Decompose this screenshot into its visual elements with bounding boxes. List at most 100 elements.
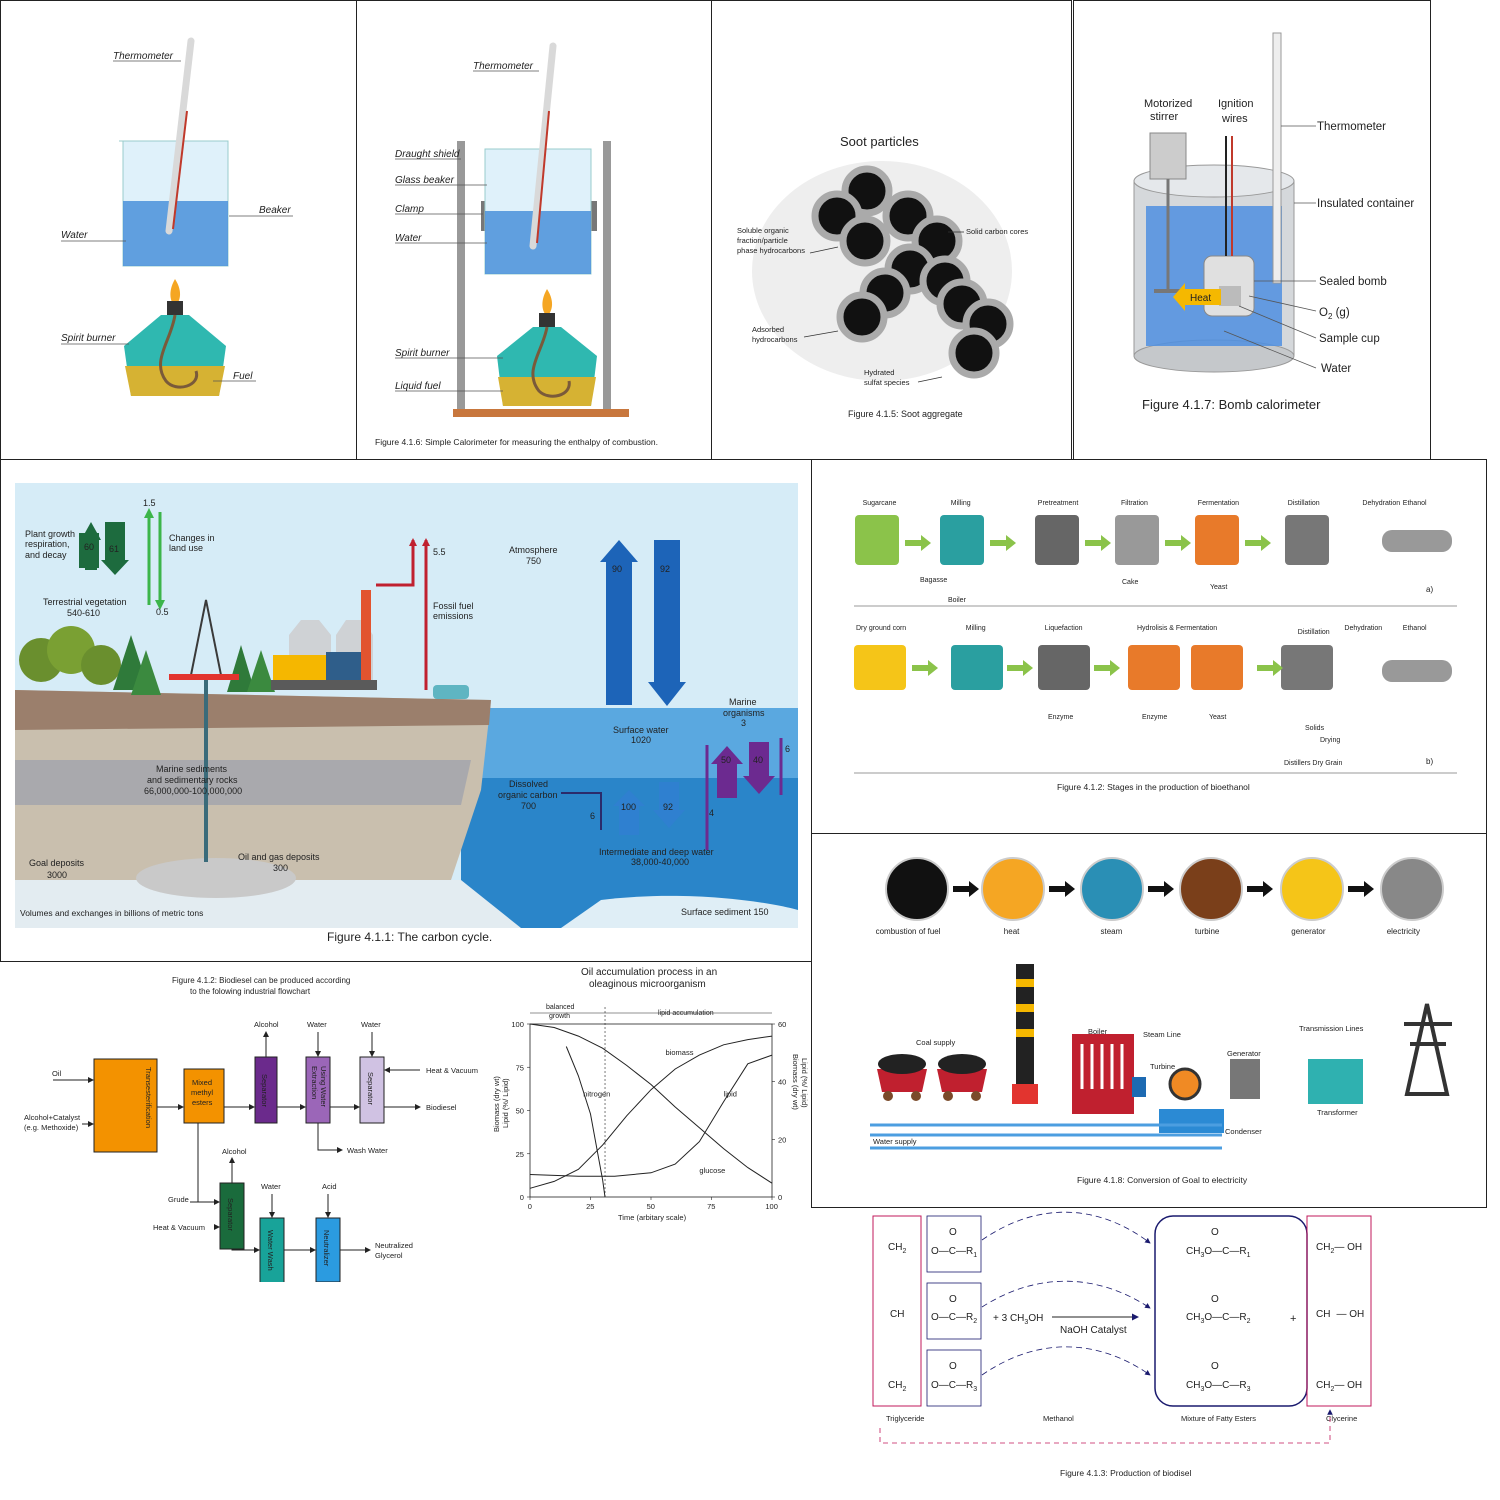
stage-b-label: Liquefaction [1045, 625, 1083, 632]
label-triglyceride: Triglyceride [886, 1414, 924, 1423]
y-left-tick-label: 0 [520, 1193, 524, 1202]
stage-b-label: Hydrolisis & Fermentation [1137, 625, 1217, 632]
value-4: 4 [709, 808, 714, 818]
label-doc-1: Dissolved [509, 779, 548, 789]
label-clamp: Clamp [395, 204, 424, 215]
value-60: 60 [84, 542, 94, 552]
condenser-box [1132, 1077, 1146, 1097]
flow-arrow [990, 535, 1016, 551]
panel-biodiesel-flowchart: Figure 4.1.2: Biodiesel can be produced … [0, 962, 490, 1282]
label-water-1: Water [307, 1020, 327, 1029]
label-draught-shield: Draught shield [395, 149, 460, 160]
x-tick-label: 50 [647, 1202, 655, 1211]
soot-diagram: Soot particles Soluble organic fraction/… [737, 134, 1028, 419]
water-wash-label: Water Wash [266, 1230, 275, 1271]
chart-xlabel: Time (arbitary scale) [618, 1213, 687, 1222]
motorized-stirrer [1149, 132, 1187, 180]
flow-arrow [905, 535, 931, 551]
water-wash-box [259, 1217, 285, 1282]
label-water-3: Water [261, 1182, 281, 1191]
label-fossil-2: emissions [433, 611, 474, 621]
value-50: 50 [721, 755, 731, 765]
label-enzyme-1: Enzyme [1048, 714, 1073, 721]
value-0-5: 0.5 [156, 607, 169, 617]
stage-a-label: Pretreatment [1038, 500, 1079, 507]
value-5-5: 5.5 [433, 547, 446, 557]
label-water: Water [1321, 363, 1351, 375]
stage-a-icon [1285, 515, 1329, 565]
label-thermometer: Thermometer [113, 51, 174, 62]
caption-line-2: to the folowing industrial flowchart [190, 987, 311, 996]
trees [19, 626, 275, 695]
y-left-tick-label: 100 [511, 1020, 524, 1029]
y-left-tick-label: 50 [516, 1107, 524, 1116]
label-fuel: Fuel [233, 371, 253, 382]
stage-a-icon [1195, 515, 1239, 565]
transformer-icon [1308, 1059, 1363, 1104]
fatty-esters-box [1154, 1215, 1308, 1407]
stage-a-label: Fermentation [1198, 500, 1239, 507]
figure-caption: Figure 4.1.7: Bomb calorimeter [1142, 397, 1321, 412]
thermometer-icon [529, 42, 557, 250]
step-arrow [1148, 881, 1174, 897]
svg-text:CH2: CH2 [888, 1242, 906, 1255]
label-plant-2: respiration, [25, 539, 70, 549]
label-water: Water [61, 230, 88, 241]
svg-text:CH2— OH: CH2— OH [1316, 1242, 1362, 1255]
draught-shield-right [603, 141, 611, 413]
x-tick-label: 100 [765, 1202, 778, 1211]
stage-a-label: Distillation [1288, 500, 1320, 507]
label-soluble-1: Soluble organic [737, 226, 789, 235]
y-right-tick-label: 0 [778, 1193, 782, 1202]
label-surface-water: Surface water [613, 725, 669, 735]
label-boiler: Boiler [1088, 1027, 1108, 1036]
separator-3-label: Separator [226, 1198, 235, 1231]
label-ddg: Distillers Dry Grain [1284, 760, 1342, 767]
flux-arrows [79, 508, 783, 850]
label-plant-1: Plant growth [25, 529, 75, 539]
step-label: generator [1291, 927, 1326, 936]
step-icon [1380, 857, 1444, 921]
value-1-5: 1.5 [143, 498, 156, 508]
generator-icon [1230, 1059, 1260, 1099]
label-fossil-1: Fossil fuel [433, 601, 474, 611]
condenser-icon [1159, 1109, 1224, 1133]
svg-text:O: O [949, 1294, 957, 1305]
label-enzyme-2: Enzyme [1142, 714, 1167, 721]
panel-soot: Soot particles Soluble organic fraction/… [711, 0, 1072, 460]
tag-b: b) [1426, 757, 1433, 766]
stage-b-icon [1191, 645, 1243, 690]
label-soluble-2: fraction/particle [737, 236, 788, 245]
mixed-l1: Mixed [192, 1078, 212, 1087]
plot-frame [529, 1023, 773, 1198]
label-volumes: Volumes and exchanges in billions of met… [20, 908, 203, 918]
value-92a: 92 [660, 564, 670, 574]
stage-b-icon [1128, 645, 1180, 690]
flow-arrow [912, 660, 938, 676]
label-hydrated-1: Hydrated [864, 368, 894, 377]
sample-cup [1219, 286, 1241, 306]
turbine-icon [1168, 1067, 1202, 1101]
step-icon [981, 857, 1045, 921]
phase-lipid: lipid accumulation [658, 1010, 714, 1017]
label-terrestrial-1: Terrestrial vegetation [43, 597, 127, 607]
label-solid-cores: Solid carbon cores [966, 227, 1028, 236]
label-heat-vacuum-1: Heat & Vacuum [426, 1066, 478, 1075]
chimney-icon [1012, 964, 1038, 1104]
figure-caption: Figure 4.1.2: Stages in the production o… [1057, 782, 1250, 792]
stage-b-icon [854, 645, 906, 690]
step-label: heat [1004, 927, 1020, 936]
label-changes-1: Changes in [169, 533, 215, 543]
value-oil: 300 [273, 863, 288, 873]
label-marine-org-2: organisms [723, 708, 765, 718]
value-6a: 6 [785, 744, 790, 754]
label-methanol: Methanol [1043, 1414, 1074, 1423]
label-stirrer-1: Motorized [1144, 98, 1192, 110]
phase-balanced-1: balanced [546, 1004, 575, 1011]
label-turbine: Turbine [1150, 1062, 1175, 1071]
label-heat-vacuum-2: Heat & Vacuum [153, 1223, 205, 1232]
label-spirit-burner: Spirit burner [61, 333, 116, 344]
chart-title-2: oleaginous microorganism [589, 979, 706, 990]
label-hydrated-2: sulfat species [864, 378, 910, 387]
